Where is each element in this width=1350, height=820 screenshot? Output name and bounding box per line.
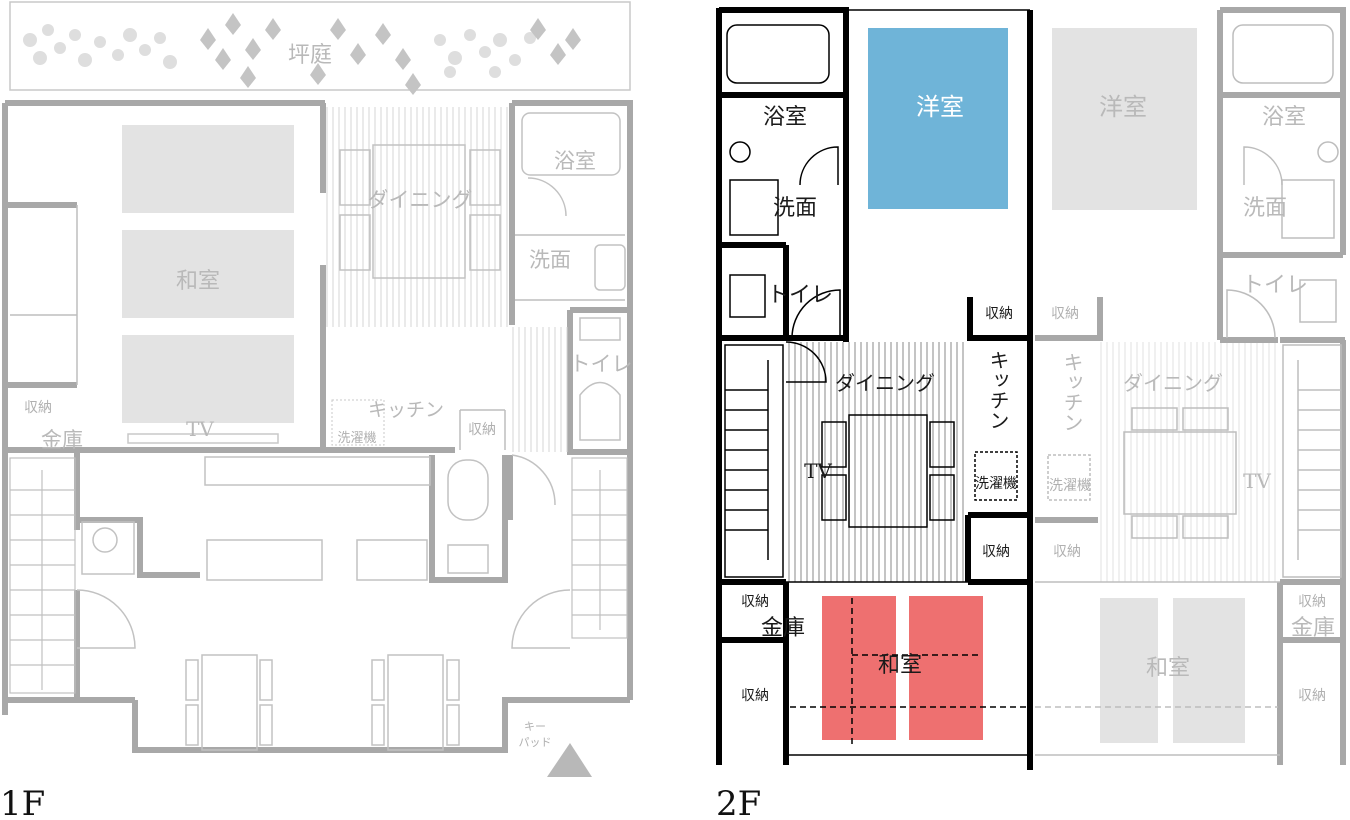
kitchen-1f-label: キッチン xyxy=(368,399,444,421)
keypad-icon xyxy=(547,743,592,777)
safe-1f-label: 金庫 xyxy=(41,428,83,452)
tv-2f-right-label: TV xyxy=(1243,469,1271,493)
washitsu-2f-right-label: 和室 xyxy=(1146,656,1190,681)
storage-mid-2f-left-label: 収納 xyxy=(982,544,1010,560)
washitsu-2f-left-label: 和室 xyxy=(878,653,922,678)
kitchen-2f-left-label: キッチン xyxy=(986,350,1010,430)
toilet-2f-left-label: トイレ xyxy=(767,283,833,308)
floor-2f-left-unit: 洋室 浴室 洗面 トイレ 収納 ダイニング キッチン TV 洗濯機 収納 収納 … xyxy=(716,7,1033,820)
tsuboniwa-label: 坪庭 xyxy=(288,43,332,68)
floor-2f-right-unit: 洋室 浴室 洗面 トイレ 収納 キッチン ダイニング 洗濯機 TV 収納 収納 … xyxy=(1035,7,1346,765)
washer-2f-right-label: 洗濯機 xyxy=(1049,478,1091,494)
washroom-2f-left-label: 洗面 xyxy=(773,196,817,221)
floor-2f-title: 2F xyxy=(716,784,761,820)
washroom-2f-right-label: 洗面 xyxy=(1243,196,1287,221)
washer-2f-left-label: 洗濯機 xyxy=(975,476,1017,492)
storage-bottom-2f-left-label: 収納 xyxy=(741,688,769,704)
safe-2f-left-label: 金庫 xyxy=(761,616,805,641)
toilet-1f-label: トイレ xyxy=(570,352,633,376)
storage-safe-1f-label: 収納 xyxy=(24,400,52,416)
yoshitsu-2f-left-label: 洋室 xyxy=(916,93,964,121)
washer-1f-label: 洗濯機 xyxy=(337,431,376,446)
storage-top-2f-right-label: 収納 xyxy=(1051,306,1079,322)
keypad-label-1: キー xyxy=(524,720,546,733)
tv-1f-label: TV xyxy=(186,417,214,441)
tsuboniwa-area: 坪庭 xyxy=(9,1,631,95)
storage-mid-2f-right-label: 収納 xyxy=(1053,544,1081,560)
bath-1f-label: 浴室 xyxy=(554,149,596,173)
bath-2f-right-label: 浴室 xyxy=(1262,105,1306,130)
yoshitsu-2f-right-label: 洋室 xyxy=(1099,93,1147,121)
kitchen-2f-right-label: キッチン xyxy=(1060,352,1084,432)
floor-1f-title: 1F xyxy=(0,784,45,820)
dining-2f-left-label: ダイニング xyxy=(835,371,935,395)
storage-top-2f-left-label: 収納 xyxy=(985,306,1013,322)
storage-safe-2f-left-label: 収納 xyxy=(741,594,769,610)
storage-safe-2f-right-label: 収納 xyxy=(1298,594,1326,610)
washroom-1f-label: 洗面 xyxy=(529,248,571,272)
dining-2f-right-label: ダイニング xyxy=(1123,371,1223,395)
safe-2f-right-label: 金庫 xyxy=(1291,616,1335,641)
tv-2f-left-label: TV xyxy=(804,459,832,483)
floor-1f: 坪庭 xyxy=(0,1,633,820)
dining-1f-label: ダイニング xyxy=(368,188,473,212)
washitsu-1f-label: 和室 xyxy=(176,269,220,294)
toilet-2f-right-label: トイレ xyxy=(1242,273,1308,298)
keypad-label-2: パッド xyxy=(519,736,552,749)
bath-2f-left-label: 浴室 xyxy=(763,105,807,130)
yoshitsu-2f-left-area xyxy=(868,28,1008,209)
storage-kitchen-1f-label: 収納 xyxy=(468,422,496,438)
storage-bottom-2f-right-label: 収納 xyxy=(1298,688,1326,704)
